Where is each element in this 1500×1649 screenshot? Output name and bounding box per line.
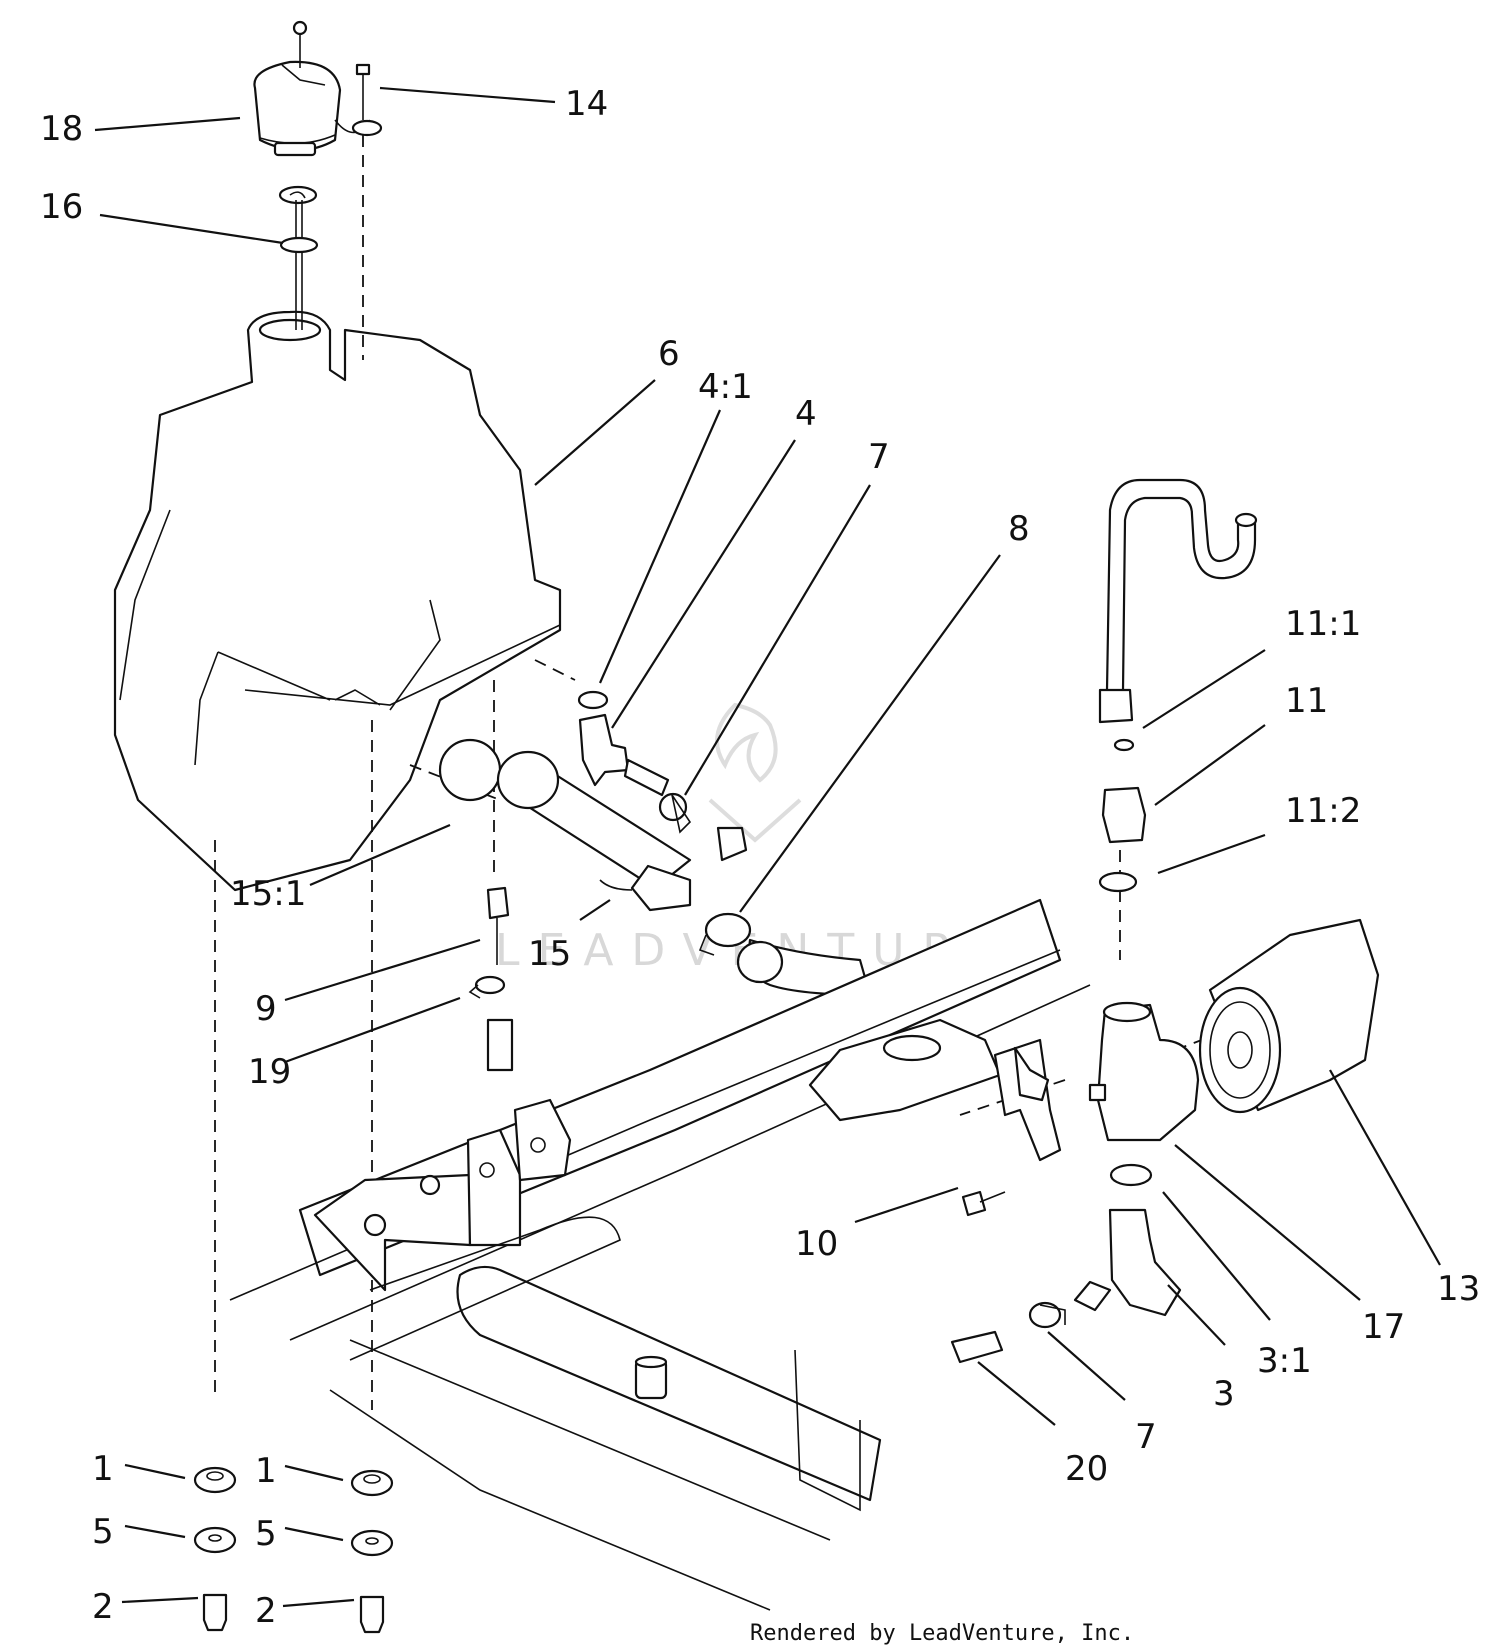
clamp-19 (468, 975, 514, 1072)
bolt-10 (961, 1190, 1006, 1217)
washer-3-1 (1109, 1163, 1153, 1187)
leadventure-watermark: LEADVENTURE (495, 702, 999, 976)
fuel-filter (438, 738, 692, 912)
leader-lines (94, 86, 1441, 1608)
hose-clamp-7-bottom (1028, 1301, 1066, 1329)
fuel-cap (253, 20, 371, 157)
grommets-left (193, 1466, 237, 1632)
callout-10: 10 (795, 1224, 838, 1264)
callout-17: 17 (1362, 1307, 1405, 1347)
callout-11: 11 (1285, 681, 1328, 721)
callout-15: 15 (528, 934, 571, 974)
callout-7-top: 7 (868, 437, 890, 477)
callout-9: 9 (255, 989, 277, 1029)
screw-14 (351, 63, 383, 137)
fitting-9 (486, 886, 510, 965)
grommets-right (350, 1469, 394, 1634)
callout-19: 19 (248, 1052, 291, 1092)
fitting-11 (1098, 738, 1147, 893)
callout-1-right: 1 (255, 1451, 277, 1491)
callout-8: 8 (1008, 509, 1030, 549)
callout-2-left: 2 (92, 1587, 114, 1627)
vent-tube (278, 185, 319, 330)
callout-3-1: 3:1 (1257, 1341, 1312, 1381)
callout-20: 20 (1065, 1449, 1108, 1489)
callout-3: 3 (1213, 1374, 1235, 1414)
credit-text: Rendered by LeadVenture, Inc. (750, 1621, 1134, 1646)
callout-11-2: 11:2 (1285, 791, 1361, 831)
fuel-line (1098, 478, 1258, 724)
callout-5-left: 5 (92, 1512, 114, 1552)
hose-clamp-8 (698, 912, 872, 997)
filter-head (1088, 1001, 1200, 1142)
callout-13: 13 (1437, 1269, 1480, 1309)
callout-14: 14 (565, 84, 608, 124)
hose-clamp-7-top (658, 792, 692, 834)
elbow-fitting-3 (1073, 1208, 1182, 1317)
callout-5-right: 5 (255, 1514, 277, 1554)
hose-20 (950, 1330, 1004, 1364)
callout-15-1: 15:1 (230, 874, 306, 914)
callout-6: 6 (658, 334, 680, 374)
callout-7-bottom: 7 (1135, 1417, 1157, 1457)
hose-stub (716, 826, 748, 862)
elbow-fitting-4 (577, 690, 670, 797)
frame (229, 898, 1091, 1611)
callout-4: 4 (795, 394, 817, 434)
callout-labels: 18 14 16 6 4:1 4 7 8 11:1 11 11:2 15:1 9… (40, 84, 1480, 1631)
callout-2-right: 2 (255, 1591, 277, 1631)
callout-16: 16 (40, 187, 83, 227)
oil-filter (1198, 918, 1380, 1114)
callout-1-left: 1 (92, 1449, 114, 1489)
callout-18: 18 (40, 109, 83, 149)
fuel-tank (113, 310, 562, 892)
callout-11-1: 11:1 (1285, 604, 1361, 644)
callout-4-1: 4:1 (698, 367, 753, 407)
